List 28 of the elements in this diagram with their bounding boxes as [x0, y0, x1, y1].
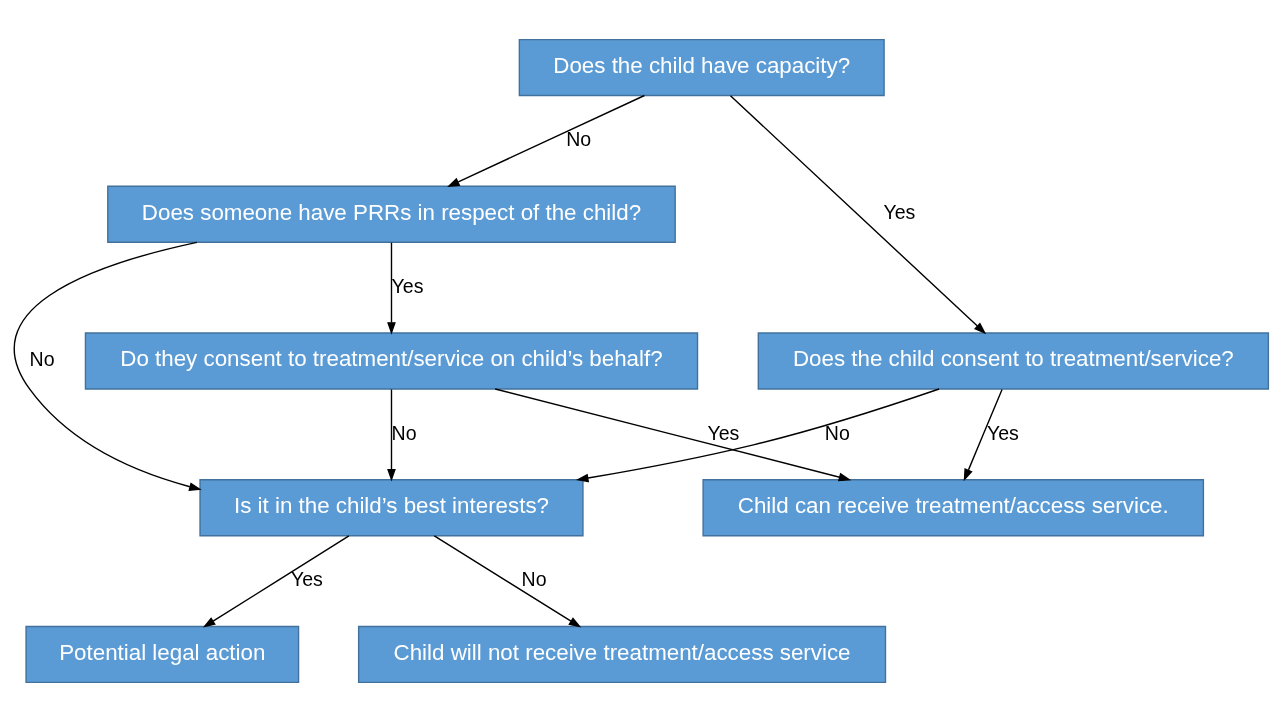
- node-box: Does the child have capacity?: [518, 38, 885, 96]
- edge-label: No: [824, 421, 850, 444]
- arrow: [202, 534, 350, 628]
- edge-label: No: [521, 567, 547, 590]
- edge-label: No: [391, 421, 417, 444]
- edge-label: Yes: [391, 274, 424, 297]
- node-box: Do they consent to treatment/service on child’s behalf?: [84, 331, 699, 390]
- arrow: [729, 94, 987, 334]
- edge-label: No: [566, 127, 592, 150]
- node-box: Is it in the child’s best interests?: [199, 478, 584, 536]
- edge-label: Yes: [883, 200, 916, 223]
- arrow: [494, 387, 852, 481]
- arrow: [433, 534, 582, 628]
- node-box: Child will not receive treatment/access service: [357, 625, 887, 683]
- arrow: [963, 388, 1003, 481]
- node-box: Child can receive treatment/access service.: [702, 478, 1205, 536]
- edge-label: Yes: [291, 567, 323, 590]
- node-box: Potential legal action: [25, 625, 300, 683]
- arrow: [575, 387, 940, 482]
- edge-label: No: [29, 347, 55, 370]
- arrow: [387, 388, 396, 481]
- arrow: [387, 241, 396, 335]
- edge-label: Yes: [986, 421, 1019, 444]
- node-box: Does the child consent to treatment/service?: [757, 331, 1270, 390]
- arrow: [13, 241, 202, 491]
- node-box: Does someone have PRRs in respect of the child?: [107, 185, 676, 243]
- arrow: [447, 94, 646, 187]
- edge-label: Yes: [707, 421, 740, 444]
